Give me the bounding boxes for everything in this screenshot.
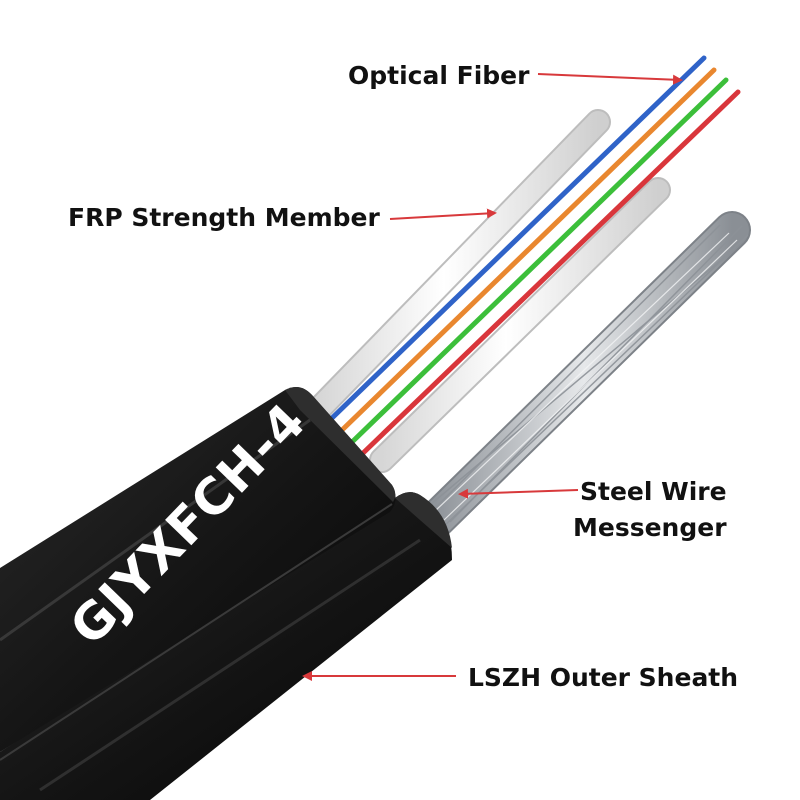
sheath-messenger-lobe bbox=[0, 492, 452, 800]
label-frp-strength-member: FRP Strength Member bbox=[68, 203, 380, 232]
arrow-frp-member bbox=[389, 208, 497, 220]
steel-wire-messenger bbox=[417, 211, 751, 539]
fiber-red bbox=[357, 89, 741, 459]
frp-strength-member-rods bbox=[305, 109, 671, 473]
callout-arrows bbox=[302, 73, 683, 681]
label-lszh-outer-sheath: LSZH Outer Sheath bbox=[468, 663, 738, 692]
arrow-optical-fiber bbox=[537, 73, 683, 85]
frp-rod-left-body bbox=[307, 111, 609, 421]
label-steel-wire-line1: Steel Wire bbox=[580, 477, 727, 506]
frp-rod-right-body bbox=[371, 179, 669, 471]
sheath-fiber-lobe bbox=[0, 386, 396, 752]
fiber-green bbox=[347, 77, 729, 447]
label-optical-fiber: Optical Fiber bbox=[348, 61, 530, 90]
fiber-orange bbox=[337, 67, 717, 435]
optical-fibers bbox=[327, 55, 741, 459]
arrow-steel-wire bbox=[458, 488, 579, 499]
label-steel-wire-line2: Messenger bbox=[573, 513, 727, 542]
fiber-blue bbox=[327, 55, 707, 423]
outer-sheath bbox=[0, 386, 452, 800]
